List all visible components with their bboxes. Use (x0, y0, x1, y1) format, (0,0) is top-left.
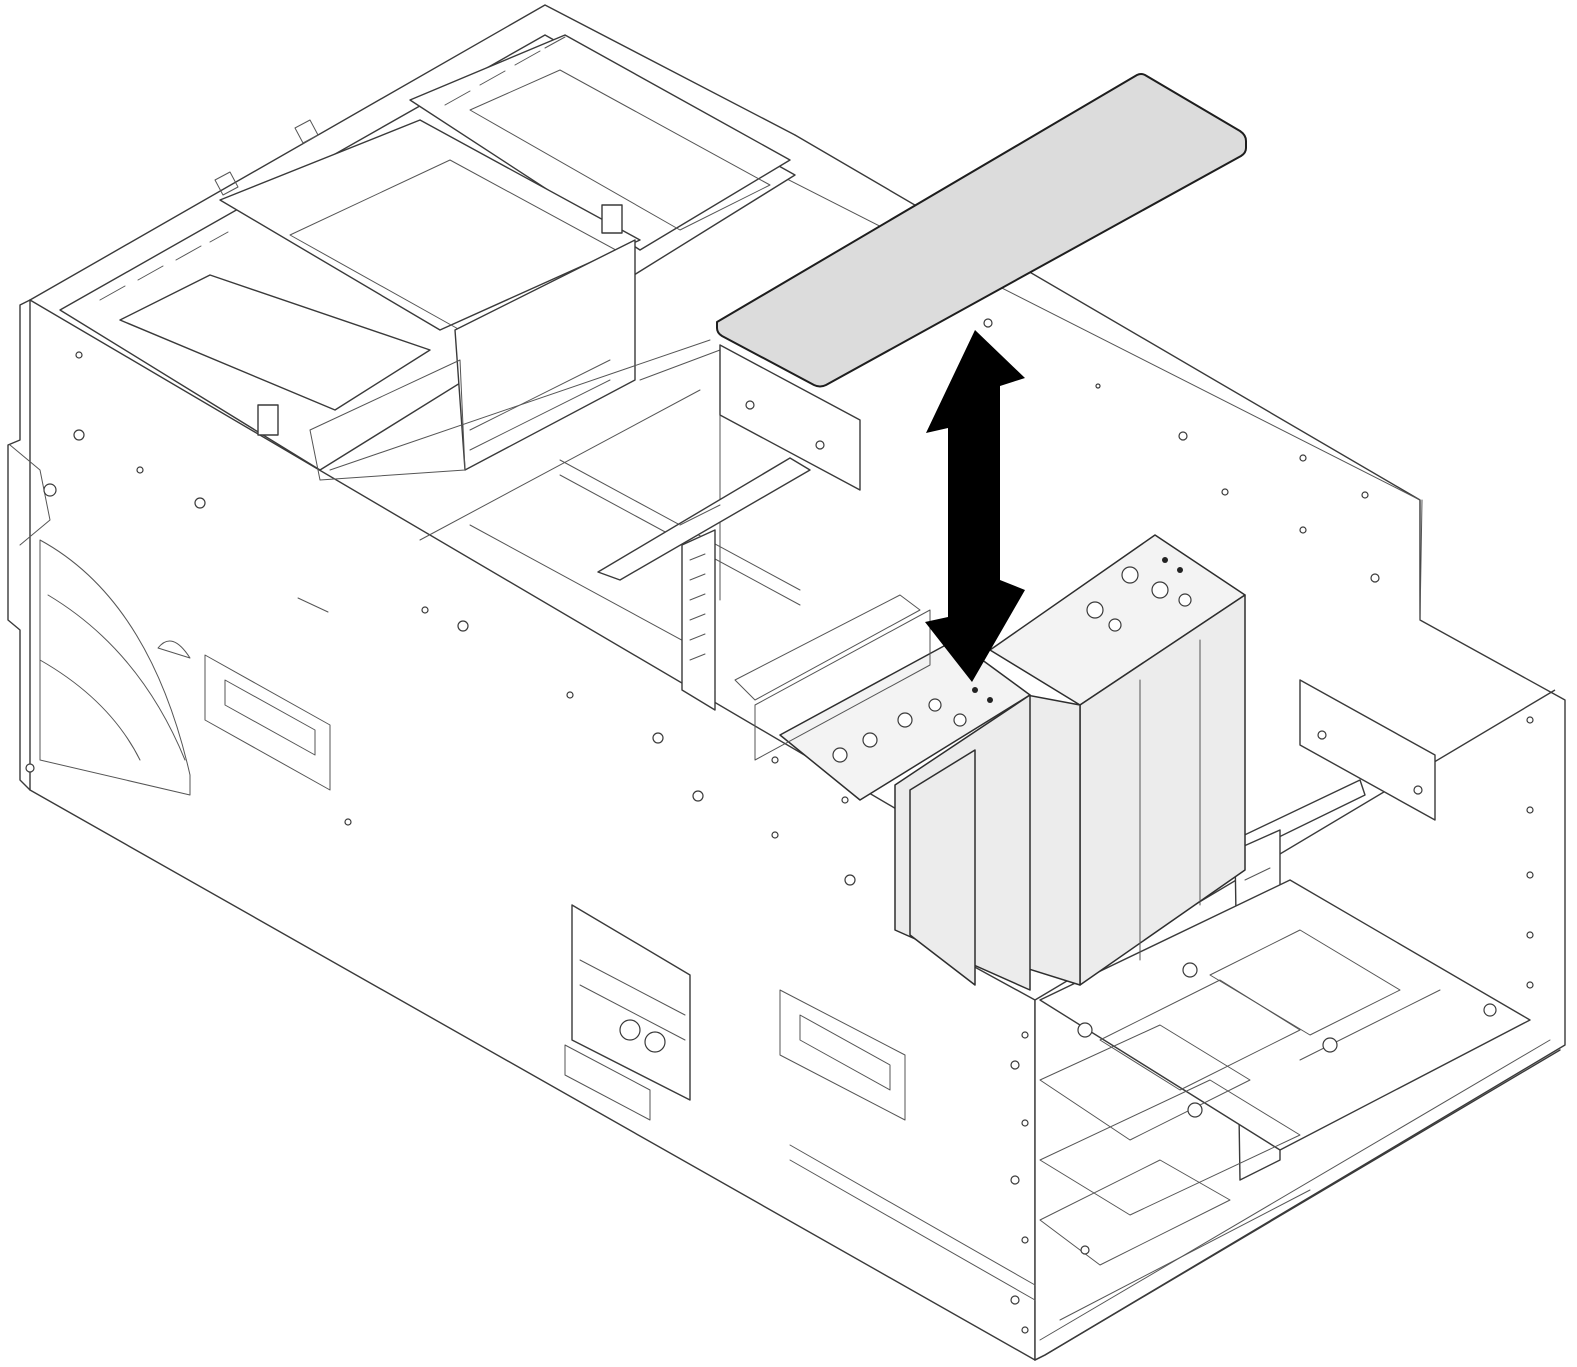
gpu-module-front (734, 594, 1031, 991)
filler-panel (716, 73, 1247, 388)
double-arrow-icon (925, 330, 1025, 682)
motherboard (1039, 879, 1531, 1321)
front-cutout (564, 904, 691, 1121)
screw-holes (25, 318, 1534, 1334)
bracket-left (597, 344, 861, 711)
rear-cage (59, 34, 801, 651)
